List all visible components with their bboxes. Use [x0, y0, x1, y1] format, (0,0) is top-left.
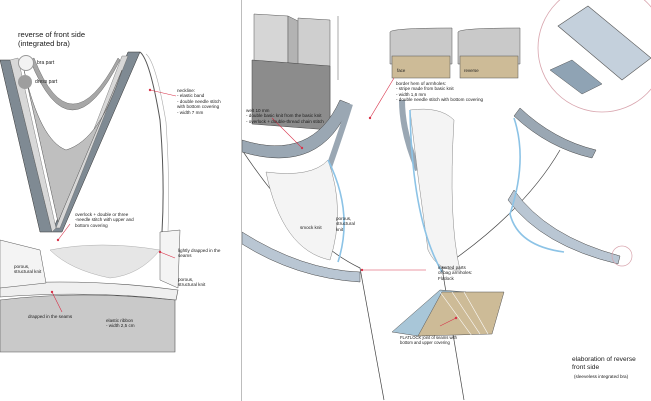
drape-shape: [49, 244, 161, 279]
annotation-flatlock: FLATLOCK joint of seams with bottom and …: [400, 335, 457, 346]
annotation-neckline: neckline: - elastic band - double needle…: [177, 88, 221, 115]
flatlock-sample-tan: [417, 291, 505, 337]
legend-dress: dress part: [18, 75, 57, 89]
magnified-detail: [537, 0, 651, 113]
right-band-upper: [513, 107, 597, 159]
annotation-welt: welt 10 mm - double basic knit from the …: [246, 108, 324, 124]
annotation-drapped-seams: drapped in the seams: [28, 314, 73, 319]
annotation-elaboration: elaboration of reverse front side: [572, 356, 636, 371]
bra-wing-right: [159, 229, 181, 289]
front-panel: [23, 69, 123, 223]
swatch-label-face: face: [397, 68, 406, 73]
right-panel: face reverse border hem of armholes: - s…: [242, 0, 651, 401]
dress-swatch: [18, 75, 32, 89]
blue-line-left: [327, 159, 345, 263]
center-band-right: [399, 99, 421, 172]
fabric-swatches-illustration: [389, 27, 521, 79]
swatch-label-reverse: reverse: [464, 68, 479, 73]
annotation-porous-right: porous, structural knit: [178, 277, 206, 288]
right-band-lower: [507, 189, 621, 265]
annotation-elaboration-sub: (sleeveless integrated bra): [574, 374, 629, 379]
annotation-draped: lightly drapped in the seams: [178, 248, 221, 259]
armhole-curve: [139, 51, 164, 233]
annotation-border-hem: border hem of armholes: - stripe made fr…: [396, 81, 484, 103]
right-blue-line: [509, 117, 565, 253]
blue-line-right: [409, 109, 443, 273]
left-garment-drawing: [0, 51, 181, 353]
legend-bra: bra part: [18, 55, 54, 71]
dress-bottom-panel: [0, 294, 176, 353]
elastic-ribbon-band: [0, 281, 179, 301]
left-title: reverse of front side (integrated bra): [18, 30, 86, 48]
smock-knit-panel: [265, 159, 338, 261]
annotation-overlock: overlock + double or three -needle stitc…: [75, 212, 134, 228]
legend-dress-label: dress part: [35, 79, 58, 85]
right-garment-drawing: [242, 0, 651, 401]
annotation-porous: porous, structural knit: [336, 216, 355, 232]
bra-wing-left: [0, 239, 47, 289]
detail-circle-small: [611, 245, 633, 267]
left-panel: reverse of front side (integrated bra) b…: [0, 0, 241, 401]
panel-divider: [241, 0, 242, 401]
bra-swatch: [18, 55, 34, 71]
annotation-smock: smock knit: [300, 225, 322, 230]
annotation-inserted: inserted parts of bag armholes: Flatlock: [438, 265, 473, 281]
center-band-left: [325, 103, 353, 171]
right-band-left-lower: [242, 231, 361, 283]
legend-bra-label: bra part: [37, 60, 55, 66]
annotation-elastic-ribbon: elastic ribbon - width 2,5 cm: [106, 318, 135, 329]
annotation-porous-left: porous, structural knit: [14, 264, 42, 275]
welt-detail-illustration: [251, 13, 339, 131]
porous-panel-right: [409, 108, 461, 271]
